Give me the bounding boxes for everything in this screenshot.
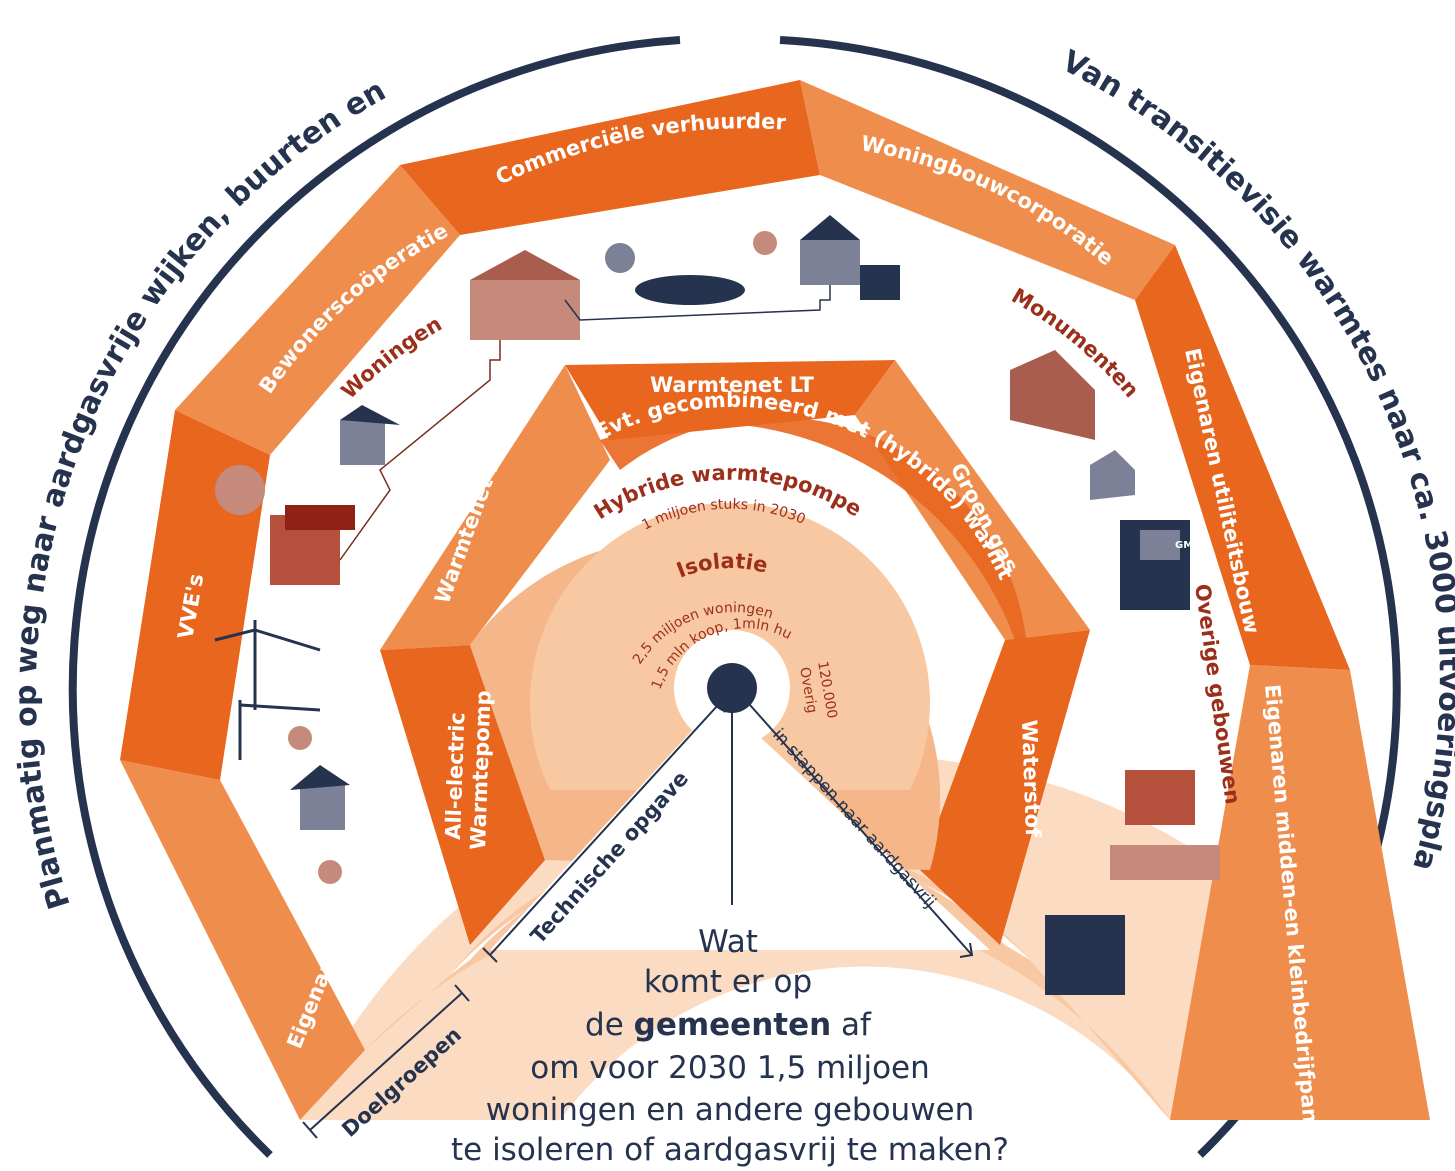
question-line3: de gemeenten af [585, 1007, 872, 1043]
segment-commerciele [400, 80, 820, 235]
house-cluster-top-icon [605, 215, 900, 305]
arrow-stappen [749, 704, 974, 958]
segment-groen-gas [855, 360, 1090, 640]
center-notch [490, 700, 990, 950]
segment-all-electric [380, 645, 545, 945]
gmc-label: GMC [1175, 540, 1201, 551]
gmc-building-icon: GMC [1120, 520, 1201, 610]
bracket-doelgroepen [302, 984, 470, 1139]
outer-left-arc [68, 36, 681, 1158]
office-buildings-icon [1045, 770, 1220, 995]
segment-eigenaar-bewoners [120, 760, 365, 1120]
question-line4: om voor 2030 1,5 miljoen [530, 1050, 930, 1086]
label-warmtenet-lt: Warmtenet LT [650, 373, 815, 397]
label-all-electric-2: Warmtepomp [466, 690, 496, 850]
house-cluster-left-icon [215, 250, 580, 585]
segment-mkb [1170, 665, 1430, 1120]
question-line5: woningen en andere gebouwen [486, 1092, 975, 1128]
houses-bottom-left-icon [288, 726, 350, 884]
monument-icon [1010, 350, 1135, 500]
segment-warmtenet-ht [380, 365, 610, 650]
connect-line-left [339, 340, 501, 561]
label-waterstof: Waterstof [1017, 719, 1045, 838]
segment-waterstof [920, 630, 1090, 945]
bracket-technische [482, 697, 726, 963]
question-line2: komt er op [644, 964, 812, 1000]
connect-line-right [564, 285, 831, 321]
label-all-electric-1: All-electric [441, 712, 469, 840]
question-line6: te isoleren of aardgasvrij te maken? [451, 1132, 1009, 1168]
wind-turbines-icon [214, 620, 321, 760]
isolatie-overig-label: Overig [796, 666, 820, 715]
segment-bewonerscooperaties [175, 165, 460, 455]
segment-utiliteit [1135, 245, 1350, 670]
segment-woningbouw [800, 80, 1175, 300]
question-line1: Wat [698, 924, 758, 960]
segment-warmtenet-lt [565, 360, 895, 440]
